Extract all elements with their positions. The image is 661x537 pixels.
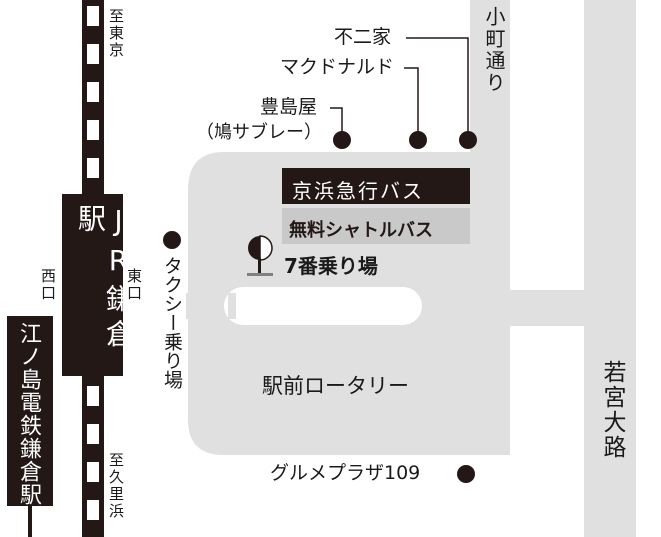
west-exit-label: 西口 [39, 268, 57, 302]
shuttle-bus-label-box: 無料シャトルバス [282, 208, 470, 244]
crosswalk [186, 293, 236, 319]
to-tokyo-label: 至東京 [107, 8, 125, 59]
fujiya-dot-icon [459, 131, 477, 149]
komachi-dori-label: 小町通り [482, 6, 506, 94]
mcdonalds-label: マクドナルド [280, 56, 395, 78]
bus-stop-sign-icon [247, 235, 273, 276]
mcdonalds-dot-icon [409, 131, 427, 149]
to-kurihama-label: 至久里浜 [107, 452, 125, 520]
rotary-label: 駅前ロータリー [262, 374, 409, 398]
keikyu-bus-label: 京浜急行バス [292, 179, 424, 203]
enoden-station-label: 江ノ島電鉄鎌倉駅 [16, 322, 41, 506]
gourmet-plaza-label: グルメプラザ109 [270, 462, 421, 484]
gourmet-plaza-dot-icon [457, 465, 475, 483]
toshimaya-dot-icon [333, 131, 351, 149]
taxi-stand-label: タクシー乗り場 [161, 256, 183, 389]
leader-lines [330, 37, 469, 132]
wakamiya-oji-road [584, 0, 636, 537]
rotary-island [224, 287, 422, 325]
enoden-station-box: 江ノ島電鉄鎌倉駅 [7, 316, 53, 506]
jr-station-label: JR鎌倉駅 [74, 204, 135, 354]
fujiya-label: 不二家 [334, 26, 392, 48]
enoden-line [28, 505, 32, 537]
jr-station-box: JR鎌倉駅 [62, 194, 135, 376]
east-exit-label: 東口 [125, 268, 143, 302]
wakamiya-oji-label: 若宮大路 [599, 360, 625, 460]
bus-stop-7-label: 7番乗り場 [284, 254, 378, 278]
toshimaya-sub-label: （鳩サブレー） [196, 122, 322, 143]
keikyu-bus-label-box: 京浜急行バス [282, 168, 470, 204]
toshimaya-label: 豊島屋 [260, 96, 318, 118]
taxi-stand-dot-icon [163, 231, 181, 249]
shuttle-bus-label: 無料シャトルバス [289, 220, 433, 241]
